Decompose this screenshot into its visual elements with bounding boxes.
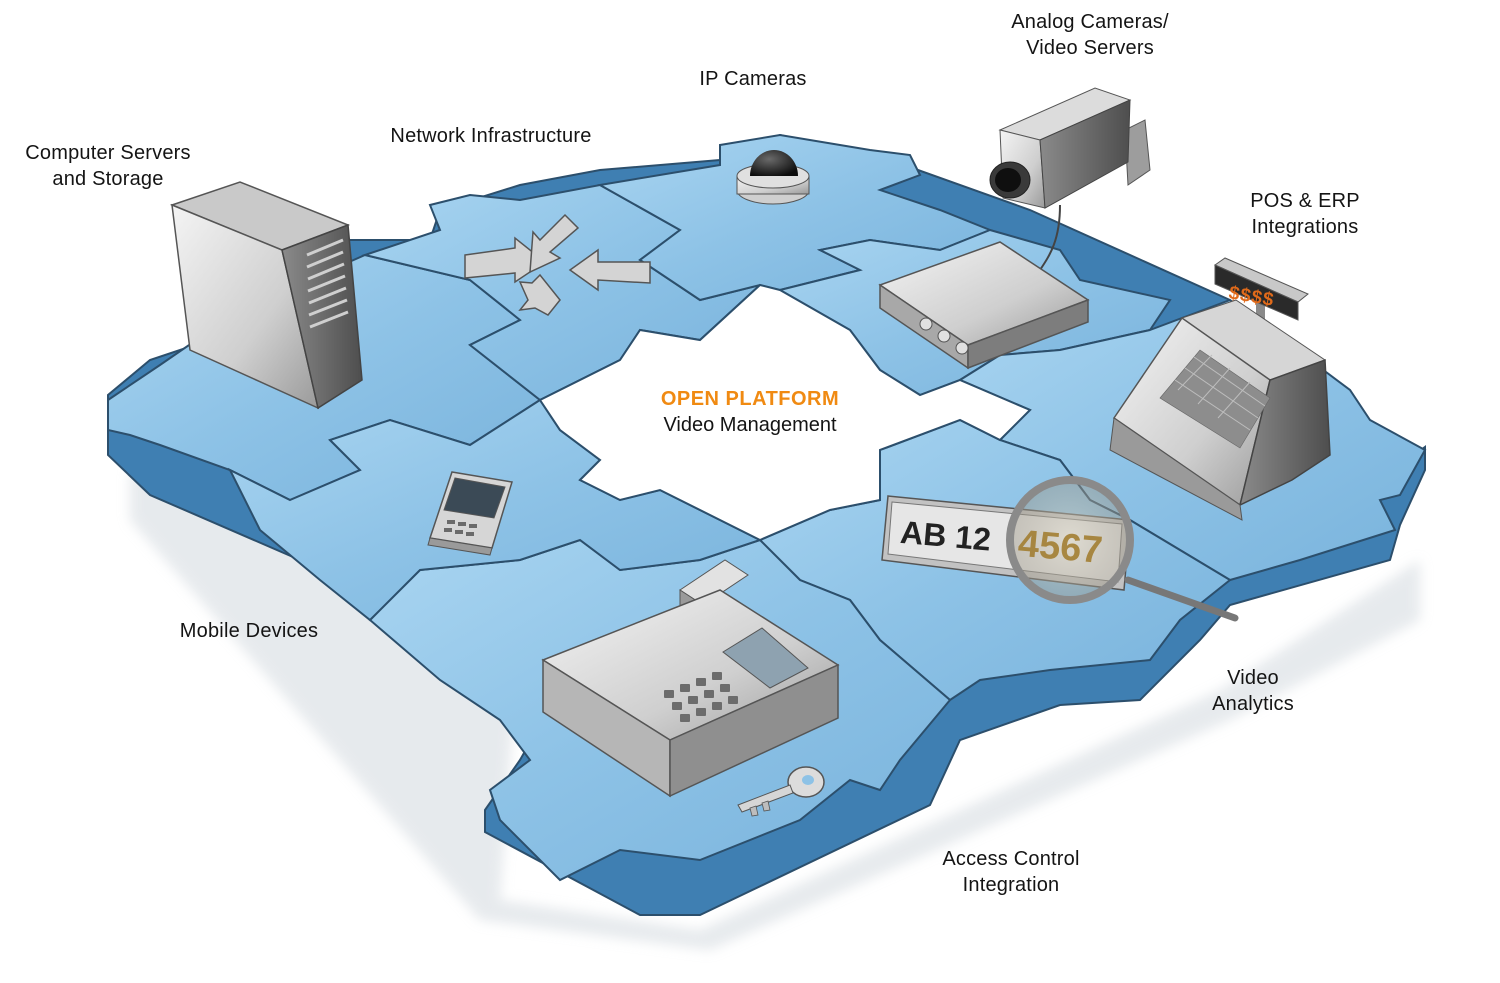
label-line: Mobile Devices (179, 620, 319, 642)
center-title: OPEN PLATFORM (660, 388, 840, 410)
label-line: Analog Cameras/ (1011, 11, 1169, 33)
label-access-control: Access Control Integration (920, 846, 1102, 898)
label-line: IP Cameras (699, 68, 807, 90)
network-arrows-icon (464, 213, 651, 316)
label-line: and Storage (52, 168, 164, 190)
mobile-phone-icon (427, 471, 513, 556)
label-line: POS & ERP (1250, 190, 1360, 212)
plate-text-right: 4567 (1016, 523, 1104, 572)
label-mobile-devices: Mobile Devices (160, 618, 338, 644)
label-ip-cameras: IP Cameras (680, 66, 826, 92)
label-analog-cameras: Analog Cameras/ Video Servers (990, 9, 1190, 61)
video-server-box-icon (878, 241, 1090, 370)
key-icon (737, 766, 825, 817)
label-line: Integration (962, 874, 1060, 896)
label-computer-servers: Computer Servers and Storage (8, 140, 208, 192)
label-video-analytics: Video Analytics (1196, 665, 1310, 717)
label-line: Network Infrastructure (390, 125, 592, 147)
card-reader-icon (541, 559, 840, 798)
label-line: Computer Servers (25, 142, 191, 164)
label-line: Access Control (942, 848, 1080, 870)
center-subtitle: Video Management (663, 414, 837, 436)
center-hole (538, 283, 1032, 542)
label-line: Video (1227, 667, 1279, 689)
platform-shadow (130, 470, 1420, 950)
plate-text-left: AB 12 (899, 514, 992, 558)
dome-camera-icon (736, 150, 810, 205)
magnifier-plate-icon: AB 12 4567 (881, 476, 1239, 622)
server-tower-icon (169, 181, 363, 410)
center-caption: OPEN PLATFORM Video Management (630, 386, 870, 438)
cash-register-icon: $$$$ (1109, 257, 1331, 521)
bullet-camera-icon (989, 87, 1151, 271)
label-line: Integrations (1251, 216, 1359, 238)
label-line: Analytics (1212, 693, 1294, 715)
label-pos-erp: POS & ERP Integrations (1220, 188, 1390, 240)
label-line: Video Servers (1026, 37, 1154, 59)
label-network-infrastructure: Network Infrastructure (370, 123, 612, 149)
